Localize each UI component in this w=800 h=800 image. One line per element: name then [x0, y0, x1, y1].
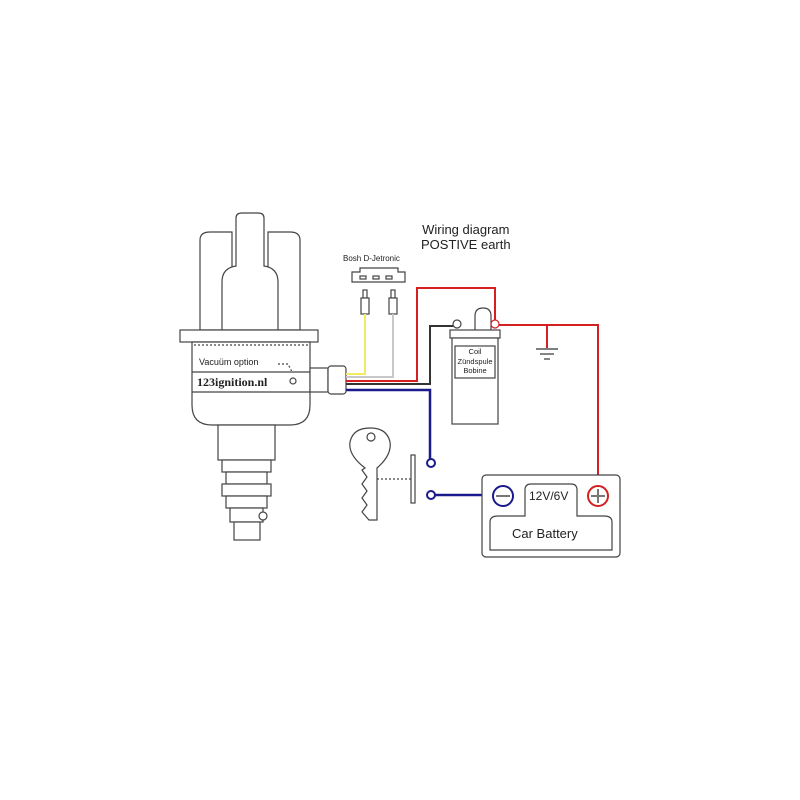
coil-label-fr: Bobine: [463, 366, 487, 375]
ignition-coil: [449, 307, 501, 425]
distributor-cap-center-tower: [221, 212, 279, 331]
coil-label: Coil Zündspule Bobine: [455, 347, 495, 376]
vacuum-port: [289, 377, 297, 385]
ground-icon: [536, 348, 558, 360]
key-icon: [349, 427, 412, 521]
brand-label: 123ignition.nl: [197, 375, 268, 389]
coil-terminal-positive: [490, 319, 500, 329]
diagram-title: Wiring diagram POSTIVE earth: [421, 222, 511, 252]
wire-red-battery: [497, 324, 599, 488]
distributor: [179, 212, 347, 541]
wire-connector: [309, 367, 329, 393]
battery-label: Car Battery: [512, 526, 578, 541]
switch-terminal-1: [426, 458, 436, 468]
ignition-switch: [410, 454, 416, 504]
switch-terminal-2: [426, 490, 436, 500]
coil-terminal-negative: [452, 319, 462, 329]
djetronic-connector: [351, 267, 406, 315]
wire-red-coil: [346, 287, 496, 382]
title-line-2: POSTIVE earth: [421, 237, 511, 252]
wire-yellow: [346, 314, 366, 375]
distributor-shaft-housing: [217, 424, 276, 461]
wire-blue-switch: [346, 388, 432, 460]
battery-voltage: 12V/6V: [529, 489, 569, 503]
title-line-1: Wiring diagram: [422, 222, 510, 237]
car-battery: [481, 474, 621, 558]
coil-label-en: Coil: [468, 347, 482, 356]
vacuum-option-label: Vacuüm option: [199, 357, 259, 367]
distributor-flange: [179, 329, 319, 343]
distributor-body: [191, 341, 311, 426]
coil-label-de: Zündspule: [457, 356, 493, 366]
connector-label: Bosh D-Jetronic: [343, 254, 400, 263]
wire-black: [346, 325, 455, 385]
wire-gray: [346, 314, 394, 378]
